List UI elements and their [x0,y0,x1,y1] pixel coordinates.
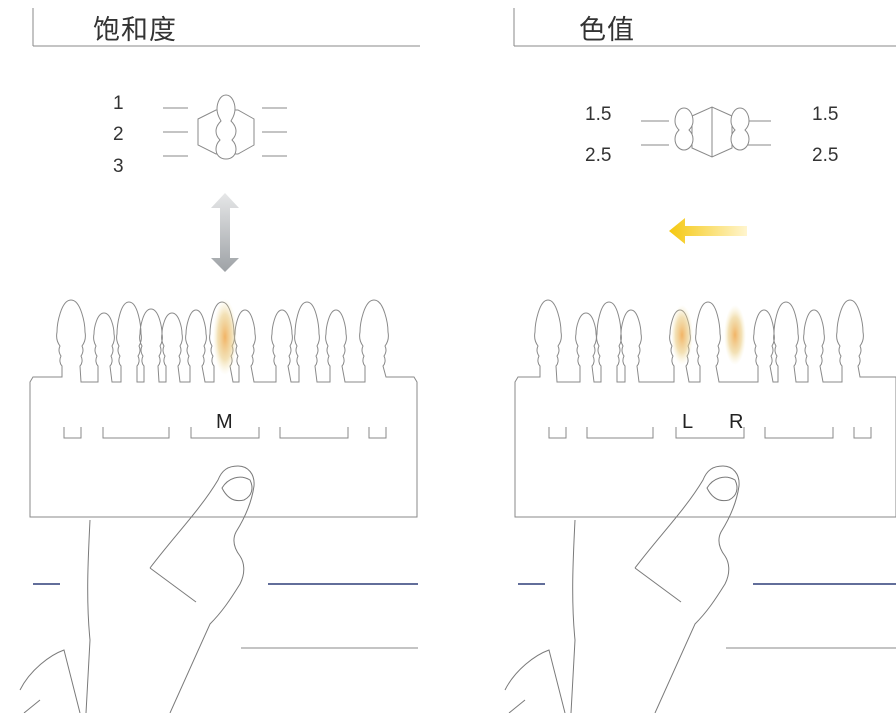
highlighted-tooth-glow-right [724,305,746,365]
value-illustration [504,8,896,713]
value-title: 色值 [579,15,635,46]
right-level-label-1: 1.5 [812,104,839,125]
left-level-label-2: 2.5 [585,145,612,166]
segment-label-m: M [216,411,233,433]
segment-label-l: L [682,411,694,433]
value-pair-diagram [641,106,771,158]
left-level-label-1: 1.5 [585,104,612,125]
horizontal-arrow [669,218,747,244]
level-label-2: 2 [113,124,124,145]
hand-drawing [19,465,255,713]
saturation-panel: 饱和度 1 2 3 M [0,0,420,713]
level-label-1: 1 [113,93,124,114]
shade-guide [514,299,896,518]
level-label-3: 3 [113,156,124,177]
right-level-label-2: 2.5 [812,145,839,166]
shade-guide [29,299,418,518]
header-bracket [32,8,420,47]
value-panel: 色值 1.5 2.5 1.5 2.5 L R [485,0,896,713]
highlighted-tooth-glow [213,299,237,375]
saturation-illustration [19,8,420,713]
saturation-title: 饱和度 [93,15,177,46]
saturation-stack-diagram [163,94,287,160]
header-bracket [513,8,896,47]
segment-label-r: R [729,411,744,433]
vertical-arrow [211,193,239,272]
highlighted-tooth-glow-left [671,305,693,365]
hand-drawing [504,465,740,713]
